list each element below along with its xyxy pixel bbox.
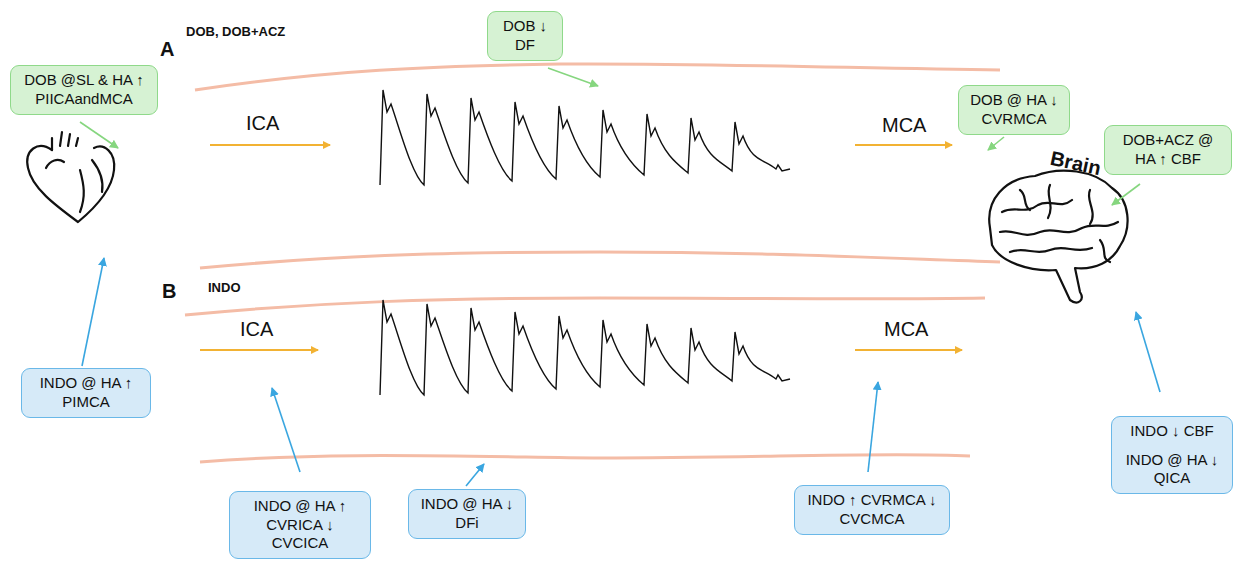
callout-box: INDO ↑ CVRMCA ↓ CVCMCA (794, 485, 950, 535)
callout-box: INDO ↓ CBF INDO @ HA ↓ QICA (1111, 416, 1233, 494)
vessel-label: DOB, DOB+ACZ (186, 24, 285, 39)
callout-box: INDO @ HA ↑ CVRICA ↓ CVCICA (229, 491, 371, 559)
callout-text: INDO @ HA ↓ DFi (417, 495, 517, 533)
callout-text: DOB @ HA ↓ CVRMCA (967, 91, 1061, 129)
callout-text: DOB @SL & HA ↑ PIICAandMCA (19, 71, 149, 109)
callout-text: INDO @ HA ↓ QICA (1120, 451, 1224, 489)
callout-box: DOB+ACZ @ HA ↑ CBF (1104, 125, 1232, 175)
waveform (380, 300, 790, 395)
vessel-label: ICA (240, 318, 273, 341)
panel-letter: B (162, 280, 176, 303)
panel-letter: A (160, 38, 174, 61)
heart-icon (27, 132, 114, 222)
callout-box: DOB @SL & HA ↑ PIICAandMCA (10, 65, 158, 115)
vessel-label: MCA (882, 114, 926, 137)
vessel-label: MCA (884, 318, 928, 341)
callout-text: INDO @ HA ↑ PIMCA (30, 374, 142, 412)
brain-icon (989, 171, 1127, 303)
vessel-wall (185, 64, 1000, 462)
organ-label: Brain (1048, 147, 1103, 180)
callout-text: INDO ↑ CVRMCA ↓ CVCMCA (803, 491, 941, 529)
callout-text: DOB+ACZ @ HA ↑ CBF (1113, 131, 1223, 169)
callout-box: DOB @ HA ↓ CVRMCA (958, 85, 1070, 135)
callout-box: DOB ↓ DF (487, 11, 563, 61)
vessel-label: ICA (246, 112, 279, 135)
callout-text: INDO @ HA ↑ CVRICA ↓ CVCICA (238, 497, 362, 553)
waveform (380, 90, 790, 185)
vessel-label: INDO (208, 280, 241, 295)
callout-text: INDO ↓ CBF (1120, 422, 1224, 441)
callout-box: INDO @ HA ↓ DFi (408, 489, 526, 539)
callout-box: INDO @ HA ↑ PIMCA (21, 368, 151, 418)
callout-text: DOB ↓ DF (496, 17, 554, 55)
callout-pointer (80, 68, 1160, 486)
flow-arrow (200, 145, 962, 350)
